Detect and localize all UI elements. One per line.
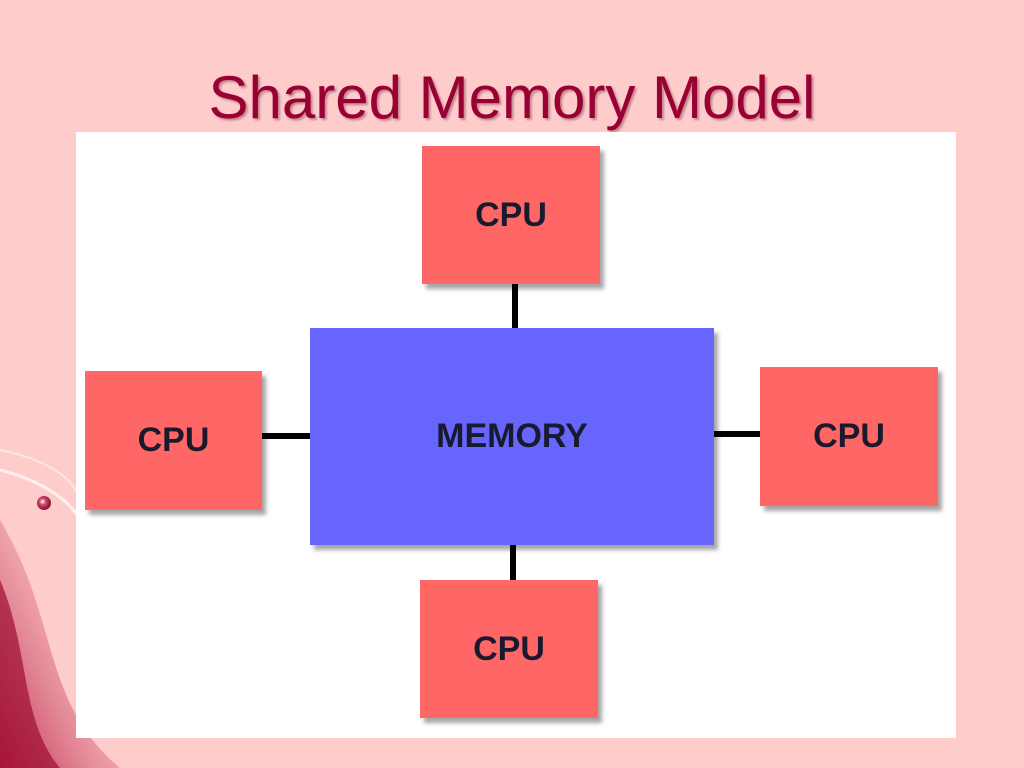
cpu-label: CPU (813, 417, 885, 455)
slide-title: Shared Memory Model (208, 64, 816, 131)
cpu-box-top: CPU (422, 146, 600, 284)
cpu-box-left: CPU (85, 371, 262, 510)
cpu-box-bottom: CPU (420, 580, 598, 718)
connector-right (714, 431, 762, 437)
connector-bottom (510, 545, 516, 581)
cpu-box-right: CPU (760, 367, 938, 506)
connector-top (512, 284, 518, 330)
memory-box: MEMORY (310, 328, 714, 545)
cpu-label: CPU (473, 629, 545, 668)
cpu-label: CPU (475, 195, 547, 234)
memory-label: MEMORY (436, 417, 588, 455)
connector-left (262, 433, 310, 439)
diagram-panel: MEMORY CPU CPU CPU CPU (76, 132, 956, 738)
bullet-dot-icon (37, 496, 51, 510)
cpu-label: CPU (137, 421, 210, 459)
